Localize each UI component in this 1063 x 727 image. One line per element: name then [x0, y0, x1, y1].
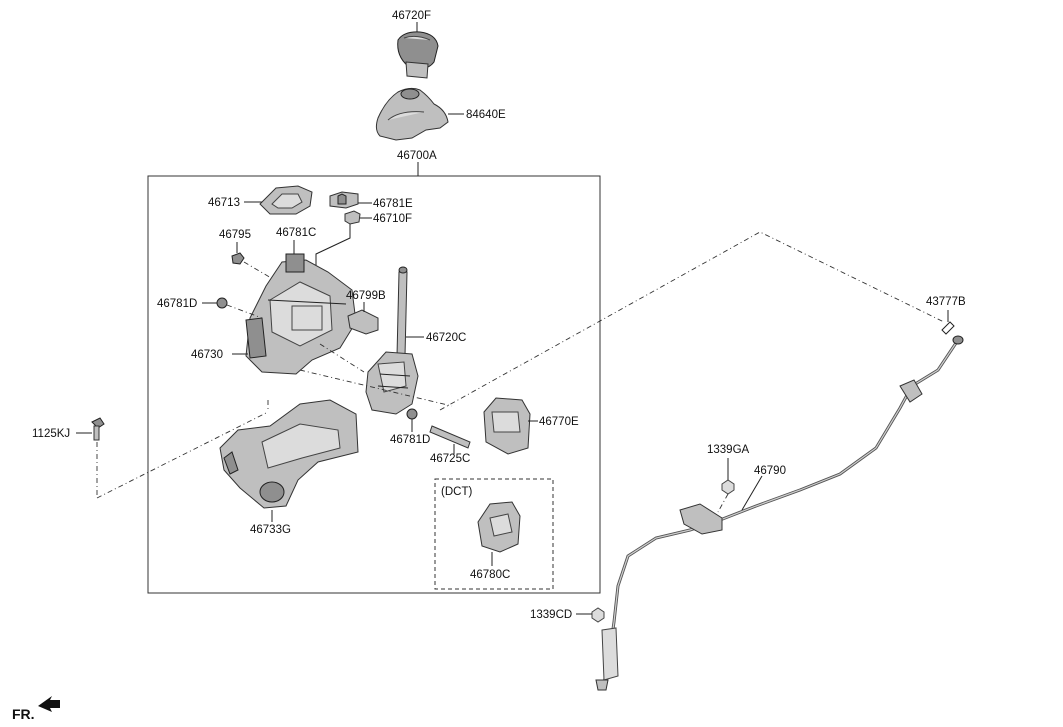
label-46781D-lower: 46781D — [390, 434, 430, 446]
nut-1339CD-part — [591, 607, 605, 623]
part-46799B — [347, 309, 379, 335]
label-46713: 46713 — [208, 197, 240, 209]
front-arrow-icon — [38, 696, 60, 712]
switch-46710F-part — [344, 210, 361, 225]
bracket-46713-part — [259, 185, 313, 215]
label-1125KJ: 1125KJ — [32, 428, 70, 440]
label-84640E: 84640E — [466, 109, 506, 121]
module-46780C-part — [477, 501, 521, 553]
clip-46781D-left-part — [216, 297, 228, 309]
shift-knob-part — [397, 31, 439, 79]
housing-46730-part — [245, 253, 357, 375]
label-dct: (DCT) — [441, 486, 472, 498]
label-46720C: 46720C — [426, 332, 466, 344]
base-46733G-part — [219, 399, 359, 509]
cable-46790-part — [595, 335, 964, 691]
label-46725C: 46725C — [430, 453, 470, 465]
pin-46725C-part — [429, 425, 471, 449]
label-46720F: 46720F — [392, 10, 431, 22]
part-46795 — [231, 252, 245, 265]
module-46770E-part — [483, 397, 531, 455]
lever-46720C-part — [365, 266, 419, 415]
label-46781C: 46781C — [276, 227, 316, 239]
clip-46781E-part — [329, 191, 359, 209]
dct-box — [434, 478, 554, 590]
label-46790: 46790 — [754, 465, 786, 477]
label-fr: FR. — [12, 706, 35, 722]
nut-1339GA-part — [721, 479, 735, 495]
shift-boot-part — [375, 87, 449, 141]
label-46710F: 46710F — [373, 213, 412, 225]
label-1339GA: 1339GA — [707, 444, 750, 456]
clip-46781D-lower-part — [406, 408, 418, 420]
bolt-1125KJ-part — [91, 417, 105, 441]
label-46770E: 46770E — [539, 416, 579, 428]
label-46799B: 46799B — [346, 290, 386, 302]
label-46780C: 46780C — [470, 569, 510, 581]
label-46730: 46730 — [191, 349, 223, 361]
label-46781E: 46781E — [373, 198, 413, 210]
label-1339CD: 1339CD — [530, 609, 572, 621]
assembly-frame — [147, 175, 601, 594]
clip-43777B-part — [941, 321, 955, 335]
label-46795: 46795 — [219, 229, 251, 241]
label-46700A: 46700A — [397, 150, 437, 162]
label-46781D-left: 46781D — [157, 298, 197, 310]
label-43777B: 43777B — [926, 296, 966, 308]
label-46733G: 46733G — [250, 524, 291, 536]
